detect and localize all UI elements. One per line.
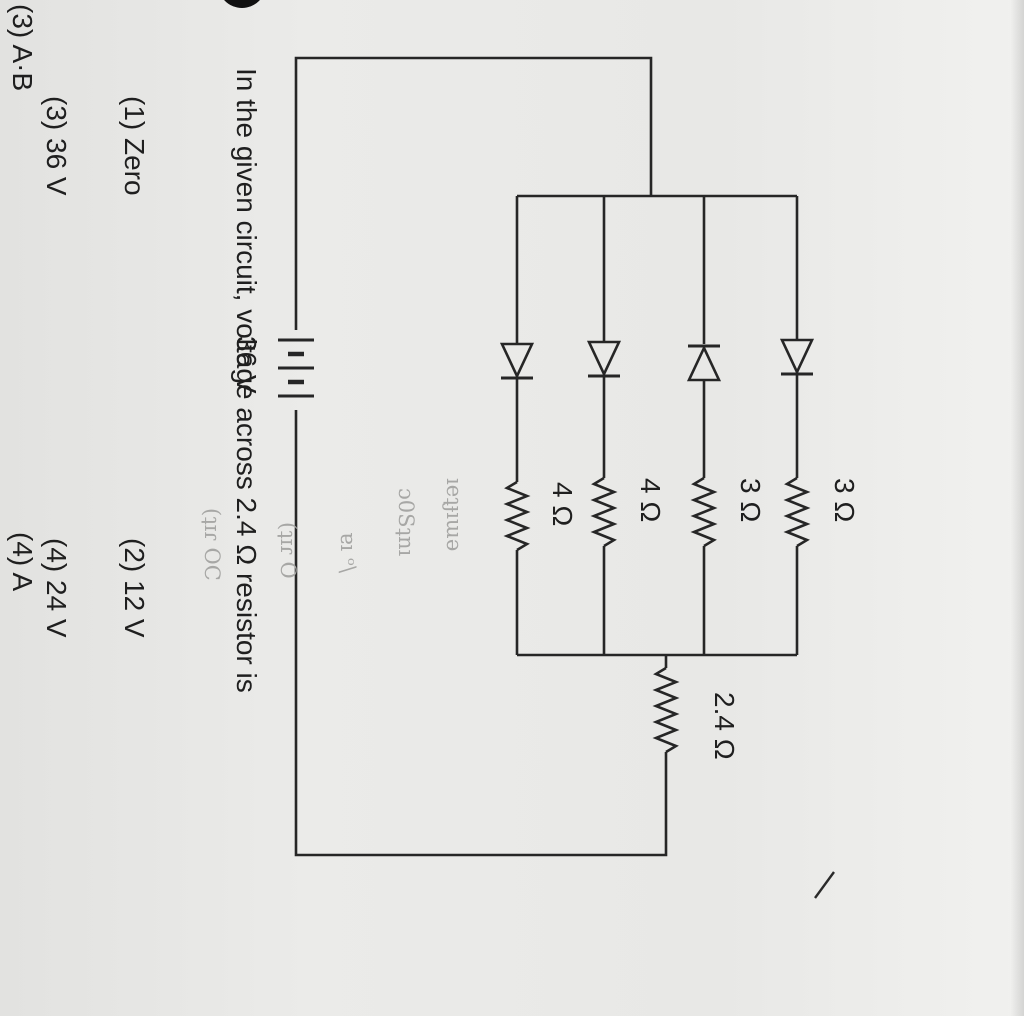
option-1[interactable]: (1) Zero xyxy=(119,96,150,196)
bleed-text-5: (ʇɪɾ OC xyxy=(200,508,224,581)
option-4[interactable]: (4) 24 V xyxy=(41,538,72,638)
series-resistor-2-4 xyxy=(652,655,680,790)
branch-3 xyxy=(586,196,622,655)
bleed-text-2: ɔ0Sʇnı xyxy=(394,488,418,557)
branch-1 xyxy=(779,196,815,655)
battery-symbol xyxy=(278,338,314,398)
bleed-text-4: (ʇɪɾ O xyxy=(276,522,300,579)
branch-2-label: 3 Ω xyxy=(735,478,766,523)
option-2[interactable]: (2) 12 V xyxy=(119,538,150,638)
bleed-text-3: ɐı ᵒ\ xyxy=(336,532,360,574)
question-number-badge-icon xyxy=(218,0,266,8)
bleed-text-1: ıeʇɟıɯə xyxy=(442,478,466,552)
branch-4-label: 4 Ω xyxy=(547,482,578,527)
page-edge-shadow xyxy=(1010,0,1024,1016)
outer-wire xyxy=(294,56,653,330)
pencil-mark xyxy=(814,871,835,899)
branch-2 xyxy=(686,196,722,655)
battery-return-wire xyxy=(294,410,668,857)
branch-4 xyxy=(499,196,535,655)
battery-label: 36 V xyxy=(231,336,262,394)
option-3[interactable]: (3) 36 V xyxy=(41,96,72,196)
branch-3-label: 4 Ω xyxy=(635,478,666,523)
branch-1-label: 3 Ω xyxy=(829,478,860,523)
series-resistor-label: 2.4 Ω xyxy=(709,692,740,760)
